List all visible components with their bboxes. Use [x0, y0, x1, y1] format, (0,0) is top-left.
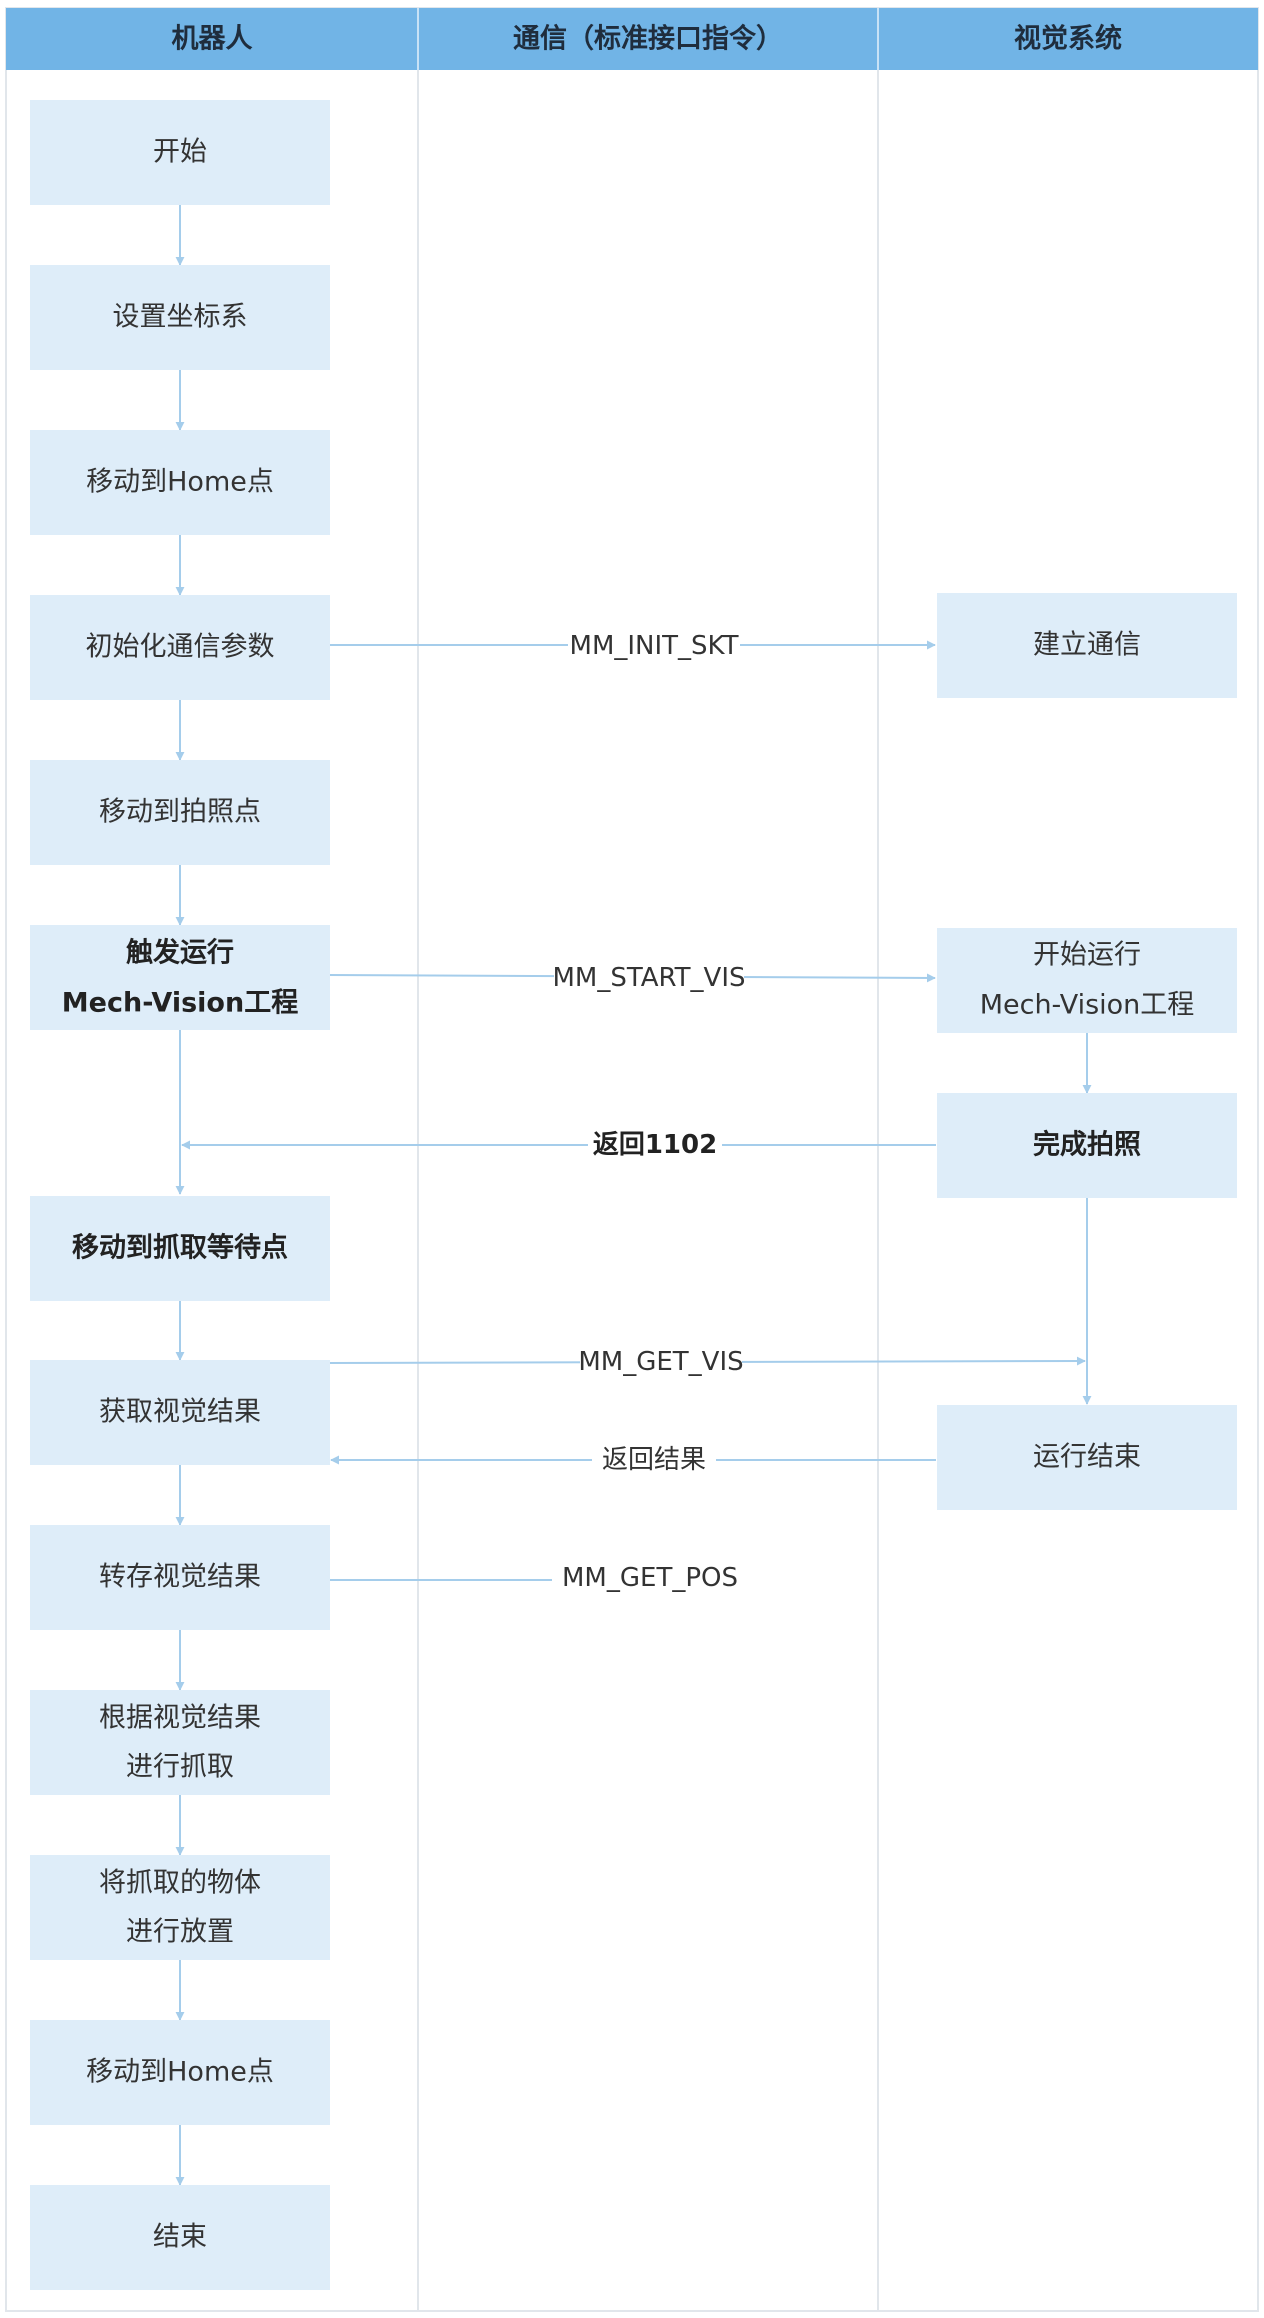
step-label-place-line2: 进行放置 [126, 1917, 234, 1948]
step-box-store-result [30, 1525, 330, 1630]
step-label-capture-done: 完成拍照 [1033, 1129, 1141, 1161]
lane-header-vision: 视觉系统 [1014, 23, 1122, 55]
message-label-return-1102: 返回1102 [593, 1130, 717, 1160]
step-label-pick-line1: 根据视觉结果 [99, 1703, 261, 1734]
label-backing-get-vis [580, 1343, 742, 1381]
step-label-trigger-line1: 触发运行 [126, 937, 234, 969]
step-box-move-home-1 [30, 430, 330, 535]
step-box-get-result [30, 1360, 330, 1465]
step-box-pick [30, 1690, 330, 1795]
step-label-run-end: 运行结束 [1033, 1442, 1141, 1473]
step-label-move-capture: 移动到拍照点 [99, 797, 261, 828]
message-label-get-vis: MM_GET_VIS [578, 1347, 743, 1377]
step-box-init-comm [30, 595, 330, 700]
label-backing-start-vis [554, 958, 744, 996]
step-label-place-line1: 将抓取的物体 [99, 1868, 261, 1899]
step-label-trigger-line2: Mech-Vision工程 [62, 988, 298, 1019]
lane-header-background [6, 8, 1258, 70]
step-box-set-coords [30, 265, 330, 370]
step-label-move-home-1: 移动到Home点 [86, 467, 274, 498]
step-box-move-home-2 [30, 2020, 330, 2125]
step-box-start [30, 100, 330, 205]
step-label-init-comm: 初始化通信参数 [86, 632, 275, 663]
step-label-move-home-2: 移动到Home点 [86, 2057, 274, 2088]
label-backing-return-result [592, 1441, 716, 1479]
message-labels: MM_INIT_SKT MM_START_VIS 返回1102 MM_GET_V… [552, 626, 746, 1593]
step-box-end [30, 2185, 330, 2290]
message-label-get-pos: MM_GET_POS [562, 1563, 738, 1593]
message-label-return-result: 返回结果 [602, 1445, 706, 1475]
lane-header-row: 机器人 通信（标准接口指令） 视觉系统 [6, 8, 1258, 70]
step-box-move-capture [30, 760, 330, 865]
step-box-move-wait [30, 1196, 330, 1301]
step-label-establish: 建立通信 [1033, 630, 1141, 661]
step-label-set-coords: 设置坐标系 [113, 302, 248, 333]
step-box-run-end [937, 1405, 1237, 1510]
message-label-init-skt: MM_INIT_SKT [570, 631, 739, 661]
step-box-run [937, 928, 1237, 1033]
step-label-get-result: 获取视觉结果 [99, 1397, 261, 1428]
label-backing-return-1102 [588, 1126, 722, 1164]
step-label-pick-line2: 进行抓取 [126, 1752, 234, 1783]
label-backing-init-skt [568, 626, 740, 664]
step-box-place [30, 1855, 330, 1960]
step-label-end: 结束 [153, 2222, 207, 2253]
vision-lane-steps: 建立通信 开始运行 Mech-Vision工程 完成拍照 运行结束 [937, 593, 1237, 1510]
lane-header-robot: 机器人 [172, 24, 253, 55]
step-label-store-result: 转存视觉结果 [99, 1562, 261, 1593]
step-label-move-wait: 移动到抓取等待点 [72, 1232, 288, 1264]
step-label-run-line1: 开始运行 [1033, 940, 1141, 971]
step-box-establish [937, 593, 1237, 698]
step-box-capture-done [937, 1093, 1237, 1198]
robot-lane-steps: 开始 设置坐标系 移动到Home点 初始化通信参数 移动到拍照点 触发运行 Me… [30, 100, 330, 2290]
step-box-trigger [30, 925, 330, 1030]
step-label-run-line2: Mech-Vision工程 [980, 990, 1195, 1021]
lane-header-comm: 通信（标准接口指令） [513, 23, 783, 55]
message-label-start-vis: MM_START_VIS [552, 963, 745, 993]
step-label-start: 开始 [153, 137, 207, 168]
